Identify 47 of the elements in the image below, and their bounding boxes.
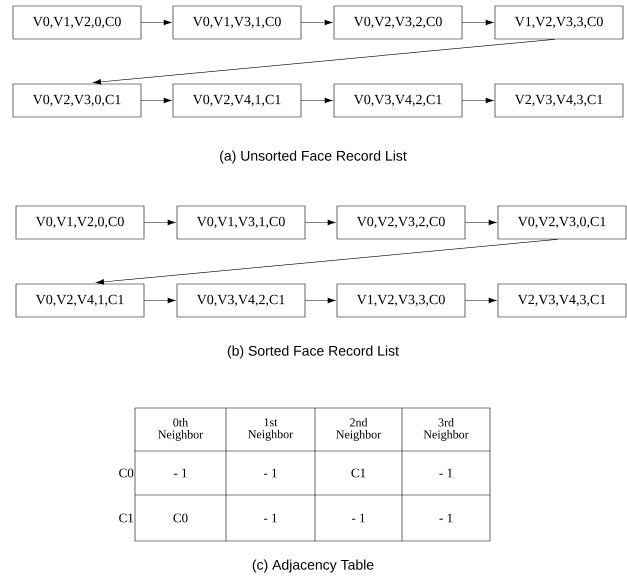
table-cell-value: - 1 [174, 468, 187, 478]
table-cell-value: C0 [173, 514, 188, 522]
table-cell-value: - 1 [439, 514, 452, 522]
caption: (b) Sorted Face Record List [228, 345, 399, 359]
record-box: V0,V2,V4,1,C1 [16, 284, 144, 318]
record-box: V2,V3,V4,3,C1 [498, 284, 626, 318]
record-box: V0,V1,V2,0,C0 [12, 6, 142, 40]
record-box: V0,V2,V3,2,C0 [336, 206, 466, 240]
caption: (a) Unsorted Face Record List [220, 150, 407, 164]
record-box: V0,V2,V4,1,C1 [172, 84, 302, 118]
column-header: 1st Neighbor [248, 418, 294, 441]
arrow [141, 20, 172, 26]
record-box: V0,V2,V3,0,C1 [498, 206, 626, 240]
table-cell-value: - 1 [352, 514, 365, 522]
record-box: V0,V3,V4,2,C1 [334, 84, 462, 118]
record-box: V0,V2,V3,0,C1 [12, 84, 142, 118]
arrow [465, 298, 497, 304]
arrow [301, 20, 333, 26]
arrow [144, 220, 176, 226]
arrow [305, 298, 336, 304]
column-header: 2nd Neighbor [336, 418, 382, 441]
arrow [462, 98, 494, 104]
arrow [96, 239, 558, 285]
arrow [144, 298, 176, 304]
arrow [465, 220, 497, 226]
arrow [93, 39, 556, 85]
record-box: V0,V1,V3,1,C0 [172, 6, 302, 40]
arrow [462, 20, 494, 26]
table-cell-value: - 1 [264, 514, 277, 522]
record-box: V0,V2,V3,2,C0 [334, 6, 462, 40]
table-cell-value: C1 [351, 468, 366, 478]
column-header: 3rd Neighbor [424, 418, 469, 441]
record-box: V0,V1,V3,1,C0 [176, 206, 306, 240]
record-box: V1,V2,V3,3,C0 [494, 6, 624, 40]
caption: (c) Adjacency Table [252, 559, 374, 573]
table-cell-value: - 1 [264, 468, 277, 478]
row-header: C1 [119, 514, 134, 522]
row-header: C0 [119, 468, 134, 478]
arrow [141, 98, 172, 104]
record-box: V1,V2,V3,3,C0 [336, 284, 466, 318]
record-box: V0,V3,V4,2,C1 [176, 284, 306, 318]
record-box: V0,V1,V2,0,C0 [16, 206, 144, 240]
column-header: 0th Neighbor [158, 418, 204, 441]
arrow [305, 220, 336, 226]
arrow [301, 98, 333, 104]
record-box: V2,V3,V4,3,C1 [494, 84, 624, 118]
table-cell-value: - 1 [439, 468, 452, 478]
